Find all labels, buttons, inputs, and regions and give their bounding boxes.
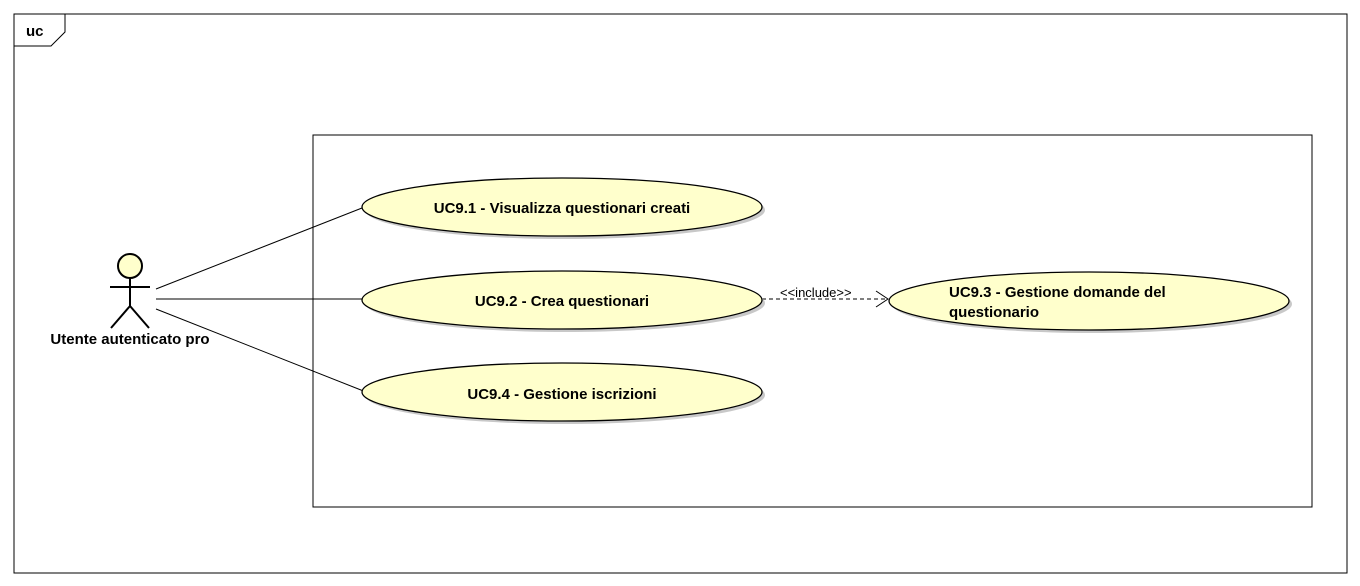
use-case-uc92[interactable]: UC9.2 - Crea questionari xyxy=(361,270,765,332)
use-case-label-line-1: UC9.3 - Gestione domande del xyxy=(949,284,1166,301)
actor-head xyxy=(117,253,143,279)
use-case-label-line-2: questionario xyxy=(949,304,1039,321)
use-case-label: UC9.2 - Crea questionari xyxy=(475,293,649,310)
use-case-uc94[interactable]: UC9.4 - Gestione iscrizioni xyxy=(361,362,765,424)
association-uc94 xyxy=(155,308,367,393)
use-case-uc93[interactable]: UC9.3 - Gestione domande del questionari… xyxy=(888,271,1292,333)
include-label: <<include>> xyxy=(780,285,852,300)
use-case-ellipse xyxy=(888,271,1290,331)
frame-tab xyxy=(13,13,66,47)
actor-right-leg xyxy=(129,305,150,329)
actor-left-leg xyxy=(110,305,131,329)
include-arrowhead xyxy=(875,290,889,308)
actor-name: Utente autenticato pro xyxy=(50,331,209,348)
system-boundary xyxy=(312,134,1313,508)
association-uc91 xyxy=(155,207,363,290)
use-case-label: UC9.1 - Visualizza questionari creati xyxy=(434,200,690,217)
use-case-ellipse xyxy=(361,177,763,237)
use-case-ellipse xyxy=(361,270,763,330)
use-case-ellipse xyxy=(361,362,763,422)
use-case-uc91[interactable]: UC9.1 - Visualizza questionari creati xyxy=(361,177,765,239)
use-case-label: UC9.4 - Gestione iscrizioni xyxy=(467,386,656,403)
frame-label: uc xyxy=(26,23,44,40)
actor-utente-autenticato-pro[interactable]: Utente autenticato pro xyxy=(50,253,210,348)
